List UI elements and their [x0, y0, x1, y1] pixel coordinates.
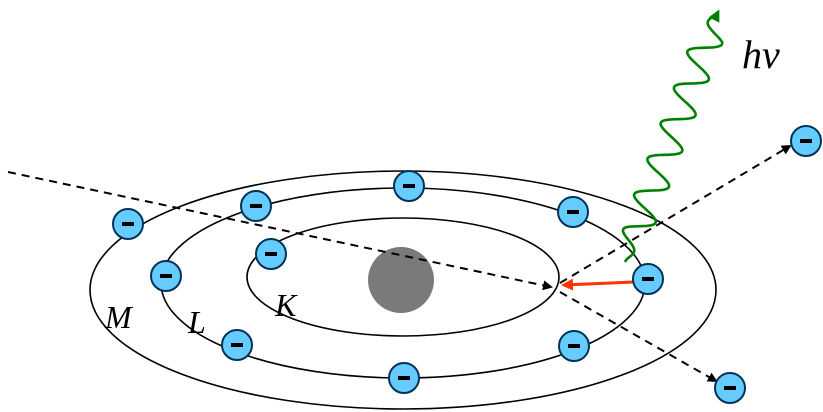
minus-sign: [398, 376, 410, 380]
electron-scattered: [714, 372, 746, 404]
minus-sign: [122, 222, 134, 226]
minus-sign: [250, 204, 262, 208]
electron-l-4: [150, 260, 182, 292]
photon-wave: [621, 9, 724, 263]
orbit-k: [246, 217, 560, 337]
electron-l-6: [221, 329, 253, 361]
shell-label-m: M: [104, 299, 134, 335]
electron-ejected: [790, 125, 822, 157]
incoming-trajectory: [7, 171, 553, 291]
minus-sign: [265, 252, 277, 256]
orbit-m: [89, 170, 717, 410]
minus-sign: [160, 274, 172, 278]
minus-sign: [800, 139, 812, 143]
scattered-trajectory-lower: [559, 291, 718, 382]
shell-label-k: K: [274, 287, 298, 323]
electron-l-3: [557, 196, 589, 228]
minus-sign: [231, 343, 243, 347]
minus-sign: [642, 277, 654, 281]
electron-l-7: [388, 362, 420, 394]
shell-label-l: L: [187, 304, 206, 340]
photon-label: hν: [742, 32, 780, 77]
electron-l-8: [558, 330, 590, 362]
electron-l-1: [240, 190, 272, 222]
ejected-trajectory-upper: [559, 144, 792, 284]
nucleus: [368, 247, 434, 313]
electron-l-5: [632, 263, 664, 295]
electron-k-1: [255, 238, 287, 270]
electron-l-2: [393, 170, 425, 202]
minus-sign: [567, 210, 579, 214]
minus-sign: [403, 184, 415, 188]
electron-m-left: [112, 208, 144, 240]
transition-arrow: [561, 278, 635, 291]
minus-sign: [724, 386, 736, 390]
minus-sign: [568, 344, 580, 348]
electrons: [112, 125, 822, 404]
